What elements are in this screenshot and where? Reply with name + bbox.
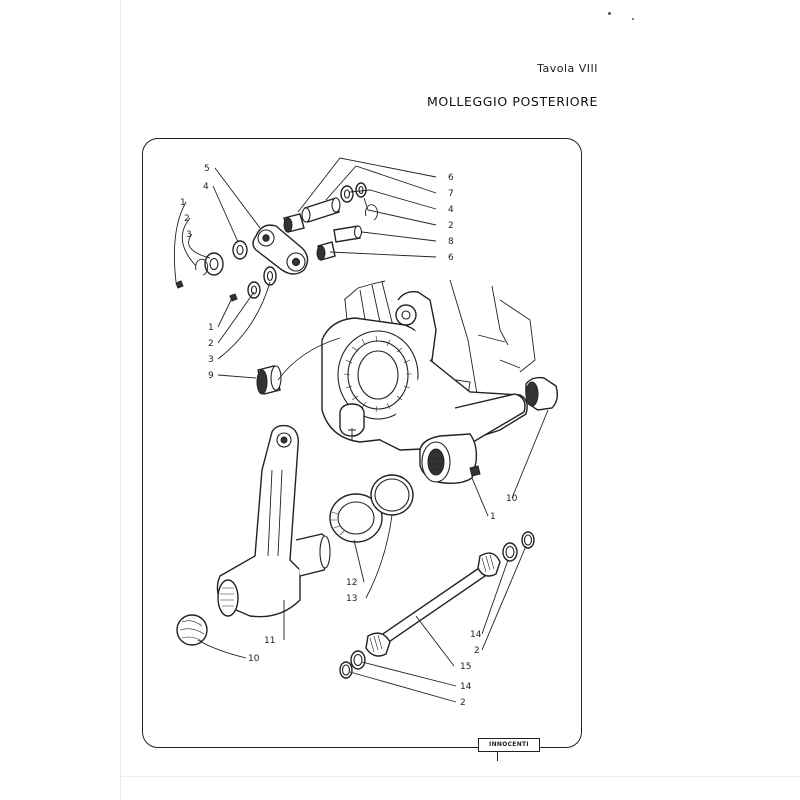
callout-7: 7 <box>448 189 454 199</box>
diagram-frame <box>142 138 582 748</box>
needle-bearing-lower <box>316 241 336 261</box>
washer-upper <box>340 182 367 203</box>
callout-9: 9 <box>208 371 214 381</box>
callout-6: 6 <box>448 173 454 183</box>
leader-lines <box>173 157 549 703</box>
swing-arm-lever <box>216 424 331 618</box>
pivot-pin-upper <box>301 197 341 223</box>
callout-14: 14 <box>460 682 472 692</box>
callout-2: 2 <box>184 214 190 224</box>
brand-logo: INNOCENTI <box>478 738 540 752</box>
pivot-link-plate <box>252 224 309 275</box>
grease-nipple <box>469 465 481 477</box>
dust-cap-right <box>525 376 559 411</box>
callout-8: 8 <box>448 237 454 247</box>
callout-12: 12 <box>346 578 357 588</box>
callout-14: 14 <box>470 630 482 640</box>
callout-2: 2 <box>474 646 480 656</box>
washers-left-upper <box>175 240 248 289</box>
brand-logo-mark <box>497 743 498 761</box>
callout-11: 11 <box>264 636 275 646</box>
scan-speck <box>608 12 611 15</box>
callout-1: 1 <box>180 198 186 208</box>
callout-4: 4 <box>203 182 209 192</box>
o-ring <box>370 474 414 516</box>
callout-13: 13 <box>346 594 357 604</box>
plate-number: Tavola VIII <box>537 62 598 75</box>
scan-speck <box>632 18 634 20</box>
rubber-bush <box>256 365 282 395</box>
needle-bearing-upper <box>283 213 305 233</box>
callout-2: 2 <box>460 698 466 708</box>
page-edge-bottom <box>120 776 800 777</box>
callout-3: 3 <box>208 355 214 365</box>
callout-10: 10 <box>248 654 260 664</box>
swing-arm-housing <box>321 290 528 485</box>
circlip-upper <box>365 204 378 221</box>
callout-2: 2 <box>448 221 454 231</box>
callout-10: 10 <box>506 494 518 504</box>
callout-2: 2 <box>208 339 214 349</box>
callout-3: 3 <box>186 230 192 240</box>
callout-1: 1 <box>490 512 496 522</box>
callout-15: 15 <box>460 662 471 672</box>
callout-5: 5 <box>204 164 210 174</box>
callout-labels: 5 4 1 2 3 6 7 4 2 8 6 1 2 3 9 10 1 12 13… <box>180 164 518 708</box>
bearing-ring <box>329 493 383 543</box>
callout-6: 6 <box>448 253 454 263</box>
callout-4: 4 <box>448 205 454 215</box>
washers-left-lower <box>229 266 277 302</box>
dust-cap-left <box>176 614 208 646</box>
washers-bar-left <box>339 650 366 679</box>
callout-1: 1 <box>208 323 214 333</box>
pivot-pin-lower <box>333 225 363 243</box>
torsion-bar <box>365 552 501 657</box>
washers-bar-right <box>502 531 535 562</box>
page-title: MOLLEGGIO POSTERIORE <box>427 94 598 109</box>
page-edge <box>120 0 121 800</box>
